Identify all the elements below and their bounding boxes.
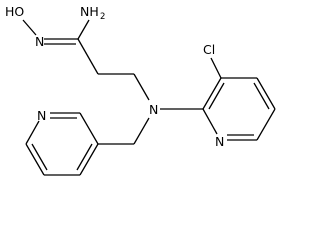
atom-amine-n-label: NH bbox=[80, 4, 99, 19]
bond-n-ch2-benzyl bbox=[133, 117, 150, 145]
bond-c-ch2 bbox=[77, 38, 99, 75]
structure-canvas: HO N NH 2 Cl N N N bbox=[5, 4, 276, 176]
ring-right-c4-c5-inner bbox=[253, 82, 270, 110]
ring-right-c5-c6 bbox=[256, 108, 276, 141]
chemical-structure: HO N NH 2 Cl N N N bbox=[5, 4, 276, 176]
ring-right-c2-c3-inner bbox=[208, 82, 225, 110]
atom-oxime-n-label: N bbox=[35, 34, 44, 49]
ring-right-c4-c5 bbox=[256, 77, 276, 110]
ring-left-c2-c3 bbox=[79, 112, 99, 145]
ring-left-c5-c6 bbox=[25, 143, 45, 176]
atom-chloro-label: Cl bbox=[203, 42, 215, 57]
atom-tertiary-n-label: N bbox=[149, 102, 158, 117]
atom-pyridine-n-left-label: N bbox=[37, 108, 46, 123]
bond-c3-cl bbox=[210, 57, 222, 79]
ring-left-c5-c6-inner bbox=[31, 143, 48, 171]
atom-pyridine-n-right-label: N bbox=[215, 134, 224, 149]
ring-left-c6-n1 bbox=[25, 120, 40, 145]
bond-c-nh2 bbox=[77, 19, 90, 40]
ring-left-c3-c4 bbox=[79, 143, 99, 176]
bond-o-n bbox=[22, 19, 37, 36]
bond-ch2-n bbox=[133, 73, 150, 101]
ring-right-n1-c2 bbox=[202, 108, 218, 135]
ring-left-c3-c4-inner bbox=[76, 143, 93, 171]
ring-right-c2-c3 bbox=[202, 77, 222, 110]
atom-hydroxyl-label: HO bbox=[5, 4, 24, 19]
atom-amine-subscript: 2 bbox=[100, 12, 105, 22]
